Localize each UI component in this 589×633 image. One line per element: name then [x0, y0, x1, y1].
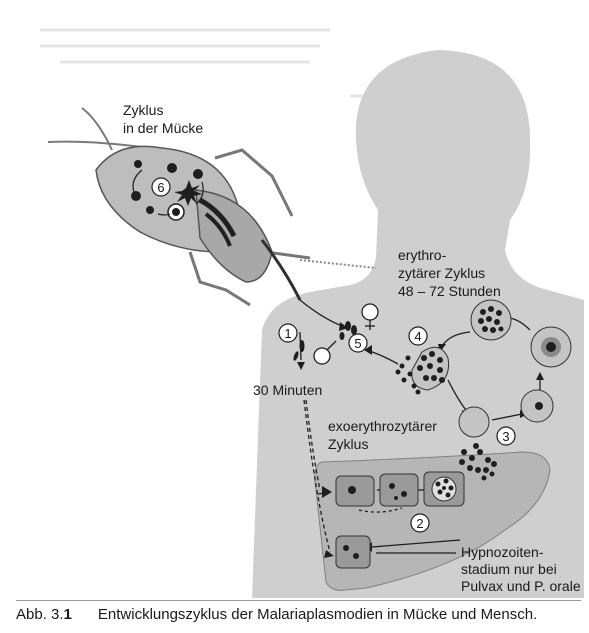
exo-label-line2: Zyklus [328, 436, 368, 452]
marker-3-number: 3 [502, 429, 509, 444]
figure-label-prefix: Abb. 3. [16, 606, 64, 623]
mosquito [48, 108, 376, 305]
marker-1-number: 1 [284, 326, 291, 341]
exo-label-line1: exoerythrozytärer [328, 418, 437, 434]
hypno-label-line3: Pulvax und P. orale [461, 578, 581, 594]
figure-label-number: 1 [64, 606, 72, 623]
caption-text: Entwicklungszyklus der Malariaplasmodien… [98, 606, 537, 623]
erythro-label-line3: 48 – 72 Stunden [398, 283, 501, 299]
marker-5-number: 5 [354, 336, 361, 351]
marker-2-number: 2 [416, 516, 423, 531]
marker-6-number: 6 [157, 180, 164, 195]
hypno-label-line2: stadium nur bei [461, 561, 557, 577]
thirty-minutes-label: 30 Minuten [253, 382, 322, 398]
hypno-label-line1: Hypnozoiten- [461, 544, 544, 560]
mosquito-cycle-label-line2: in der Mücke [123, 120, 203, 136]
figure-label: Abb. 3.1 [16, 606, 72, 623]
figure-caption: Abb. 3.1 Entwicklungszyklus der Malariapl… [16, 600, 581, 631]
mosquito-cycle-label-line1: Zyklus [123, 102, 163, 118]
erythro-label-line2: zytärer Zyklus [398, 265, 485, 281]
erythro-label-line1: erythro- [398, 247, 447, 263]
marker-4-number: 4 [414, 329, 421, 344]
